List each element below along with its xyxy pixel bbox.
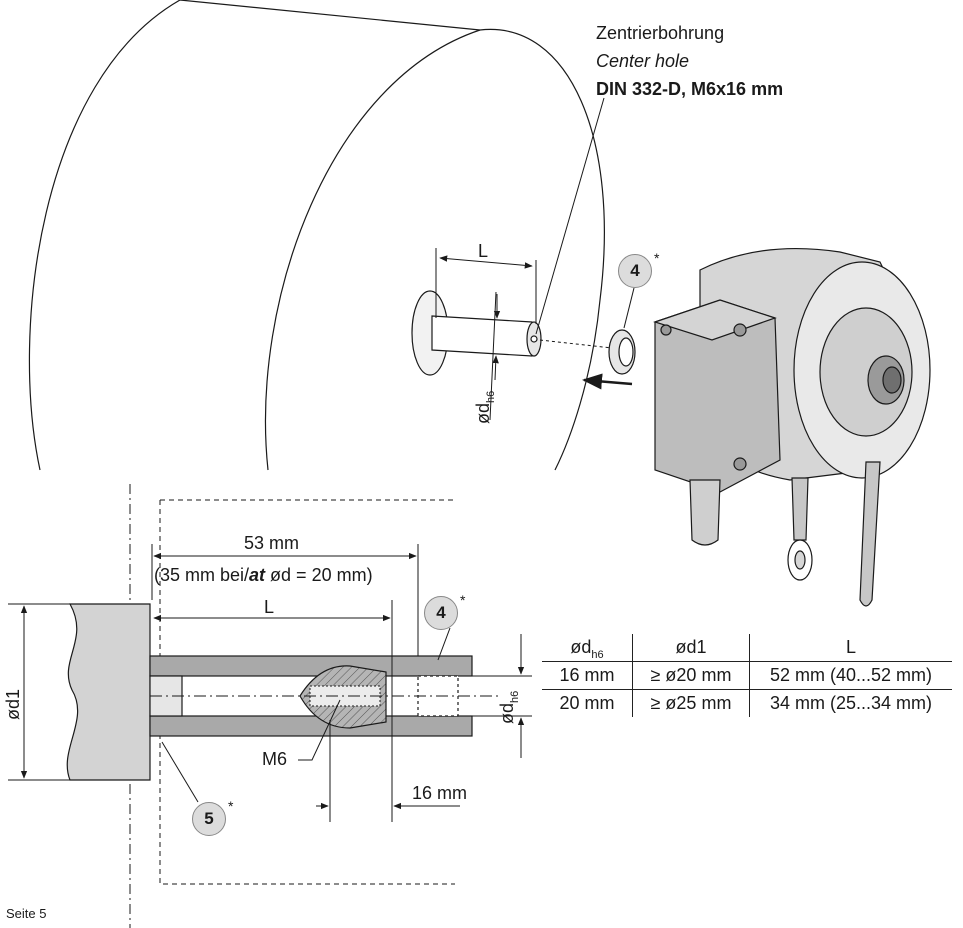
dim-35-rest: ød = 20 mm) xyxy=(265,565,373,585)
dim-35-at: at xyxy=(249,565,266,585)
table-cell: 16 mm xyxy=(542,661,633,690)
center-hole-spec: DIN 332-D, M6x16 mm xyxy=(596,79,784,99)
dim-dh6-sub: h6 xyxy=(509,690,521,703)
center-hole-en: Center hole xyxy=(596,51,690,71)
encoder xyxy=(653,247,931,607)
part5-badge: 5 xyxy=(192,802,226,836)
torque-rod xyxy=(791,477,809,541)
table-header-row: ødh6 ød1 L xyxy=(542,634,952,662)
part4-badge-upper: 4 xyxy=(618,254,652,288)
sleeve-part-4 xyxy=(608,329,636,375)
drum-front-edge xyxy=(264,29,481,471)
drum-back-edge xyxy=(28,0,181,471)
dim-dh6 xyxy=(472,634,532,758)
cable-gland xyxy=(689,479,721,546)
part4-lower-leader xyxy=(437,627,451,661)
page-footer: Seite 5 xyxy=(6,906,47,921)
drum-face-edge xyxy=(479,28,605,471)
part4-star-lower: * xyxy=(460,592,466,608)
center-hole-de: Zentrierbohrung xyxy=(596,23,725,43)
upper-dia-label: ødh6 xyxy=(472,391,497,424)
assembly-arrow xyxy=(582,373,633,390)
table-row: 16 mm ≥ ø20 mm 52 mm (40...52 mm) xyxy=(542,661,952,690)
dim-dh6-text: ød xyxy=(497,702,517,724)
encoder-envelope xyxy=(159,499,455,885)
dim-53-label: 53 mm xyxy=(244,533,300,553)
m6-leader xyxy=(298,699,341,761)
table-header-dh6: ødh6 xyxy=(542,634,633,662)
torque-arm xyxy=(859,461,881,607)
table-row: 20 mm ≥ ø25 mm 34 mm (25...34 mm) xyxy=(542,689,952,717)
table-cell: 52 mm (40...52 mm) xyxy=(749,661,952,690)
thread-label: M6 xyxy=(262,749,288,769)
table-cell: 20 mm xyxy=(559,693,615,713)
part4-star-upper: * xyxy=(654,250,660,266)
dimension-table: ødh6 ød1 L 16 mm ≥ ø20 mm 52 mm (40...52… xyxy=(542,634,952,717)
header-dh6-sub: h6 xyxy=(591,649,604,661)
shaft-body xyxy=(431,315,540,357)
upper-dia-text: ød xyxy=(473,402,493,424)
dim-53 xyxy=(151,544,419,656)
drum-top-line xyxy=(179,0,481,31)
upper-L-label: L xyxy=(478,241,489,261)
part4-badge-lower: 4 xyxy=(424,596,458,630)
table-cell: ≥ ø20 mm xyxy=(632,661,750,690)
dim-35-text: (35 mm bei/ xyxy=(154,565,250,585)
part4-leader xyxy=(623,287,635,329)
upper-dia-dimension xyxy=(489,291,501,421)
center-hole-mark xyxy=(530,335,538,343)
assembly-axis xyxy=(539,339,613,349)
part5-leader xyxy=(161,741,199,803)
dim-L xyxy=(153,600,393,822)
table-header-L: L xyxy=(749,634,952,662)
dim-16 xyxy=(316,720,460,822)
machine-shaft-section xyxy=(66,603,151,781)
part5-star: * xyxy=(228,798,234,814)
header-dh6-text: ød xyxy=(570,637,592,657)
dim-d1-label: ød1 xyxy=(3,688,23,720)
shaft xyxy=(411,290,542,376)
table-header-d1: ød1 xyxy=(632,634,750,662)
table-cell: 34 mm (25...34 mm) xyxy=(749,689,952,717)
upper-dia-sub: h6 xyxy=(485,390,497,403)
dim-35-label: (35 mm bei/at ød = 20 mm) xyxy=(154,564,373,586)
drum xyxy=(28,0,605,471)
table-cell: ≥ ø25 mm xyxy=(632,689,750,717)
dim-dh6-label: ødh6 xyxy=(496,691,521,724)
center-hole-leader xyxy=(535,97,605,335)
dim-d1 xyxy=(8,603,70,781)
upper-L-dimension xyxy=(435,248,537,324)
dim-16-label: 16 mm xyxy=(412,783,468,803)
dim-L-label: L xyxy=(264,597,275,617)
